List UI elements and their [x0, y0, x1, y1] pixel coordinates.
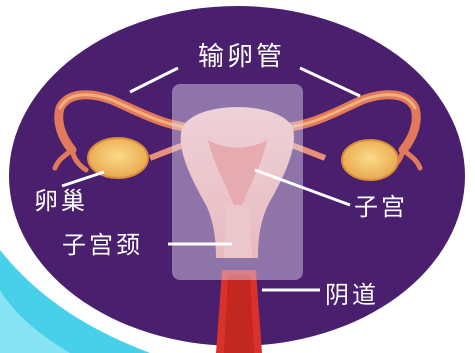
label-vagina: 阴道 [325, 283, 379, 307]
label-uterus: 子宫 [354, 195, 408, 219]
label-ovary: 卵巢 [34, 189, 88, 213]
label-fallopian-tube: 输卵管 [198, 44, 285, 70]
left-ovary [88, 138, 148, 178]
label-cervix: 子宫颈 [62, 233, 143, 257]
right-ovary [342, 140, 398, 180]
